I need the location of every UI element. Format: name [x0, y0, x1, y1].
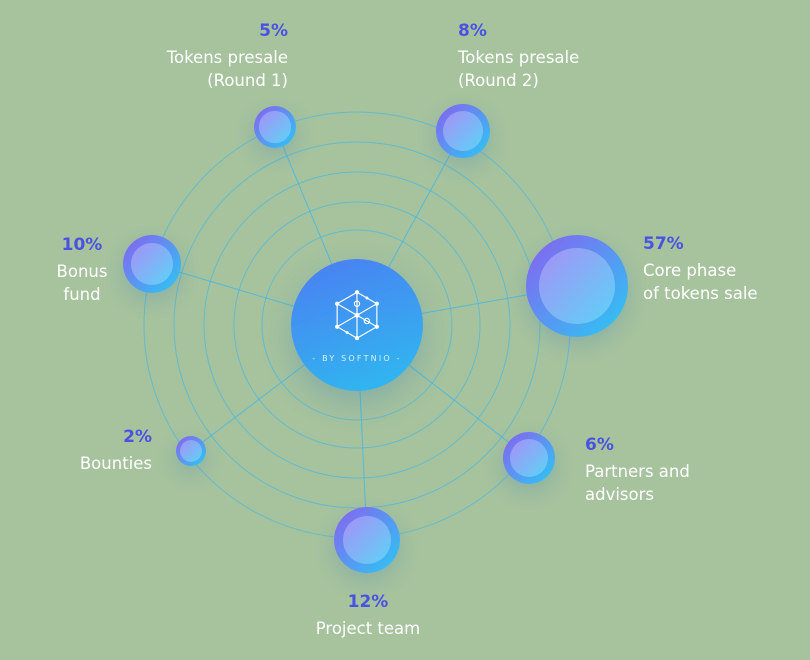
- orbit-ring: [261, 229, 453, 421]
- label-line: Tokens presale: [166, 48, 288, 67]
- percent-value: 57%: [643, 234, 684, 254]
- bubble-core-phase: [526, 235, 628, 337]
- hexagon-spokes: [336, 292, 378, 339]
- label-line: Partners and: [585, 462, 690, 481]
- label-line: Core phase: [643, 261, 737, 280]
- bubble-presale-round2: [436, 104, 490, 158]
- label-line: Bonus: [56, 262, 108, 281]
- percent-value: 5%: [259, 21, 288, 41]
- vertex-dots: [335, 290, 379, 341]
- hollow-node-dots: [353, 300, 371, 325]
- center-hub: - BY SOFTNIO -: [291, 259, 423, 391]
- label-line: (Round 1): [207, 71, 288, 90]
- percent-value: 6%: [585, 435, 614, 455]
- label-core-phase: 57% Core phase of tokens sale: [643, 233, 758, 305]
- orbit-ring: [233, 201, 481, 449]
- bubble-partners-advisors: [503, 432, 555, 484]
- percent-value: 8%: [458, 21, 487, 41]
- label-line: Bounties: [79, 454, 152, 473]
- label-line: Project team: [315, 619, 421, 638]
- label-line: (Round 2): [458, 71, 539, 90]
- label-line: of tokens sale: [643, 284, 758, 303]
- bubble-presale-round1: [254, 106, 296, 148]
- orbit-ring: [203, 171, 511, 479]
- label-line: advisors: [585, 485, 655, 504]
- percent-value: 10%: [61, 235, 103, 255]
- label-project-team: 12% Project team: [268, 591, 468, 640]
- label-presale-round2: 8% Tokens presale (Round 2): [458, 20, 579, 92]
- label-line: Tokens presale: [458, 48, 580, 67]
- label-presale-round1: 5% Tokens presale (Round 1): [167, 20, 288, 92]
- bubble-bonus-fund: [123, 235, 181, 293]
- bubble-bounties: [176, 436, 206, 466]
- percent-value: 12%: [347, 592, 389, 612]
- label-partners-advisors: 6% Partners and advisors: [585, 434, 690, 506]
- label-line: fund: [63, 285, 101, 304]
- brand-label: - BY SOFTNIO -: [312, 354, 402, 363]
- label-bounties: 2% Bounties: [80, 426, 152, 475]
- hex-network-icon: [335, 290, 379, 341]
- percent-value: 2%: [123, 427, 152, 447]
- label-bonus-fund: 10% Bonus fund: [17, 234, 147, 306]
- bubble-project-team: [334, 507, 400, 573]
